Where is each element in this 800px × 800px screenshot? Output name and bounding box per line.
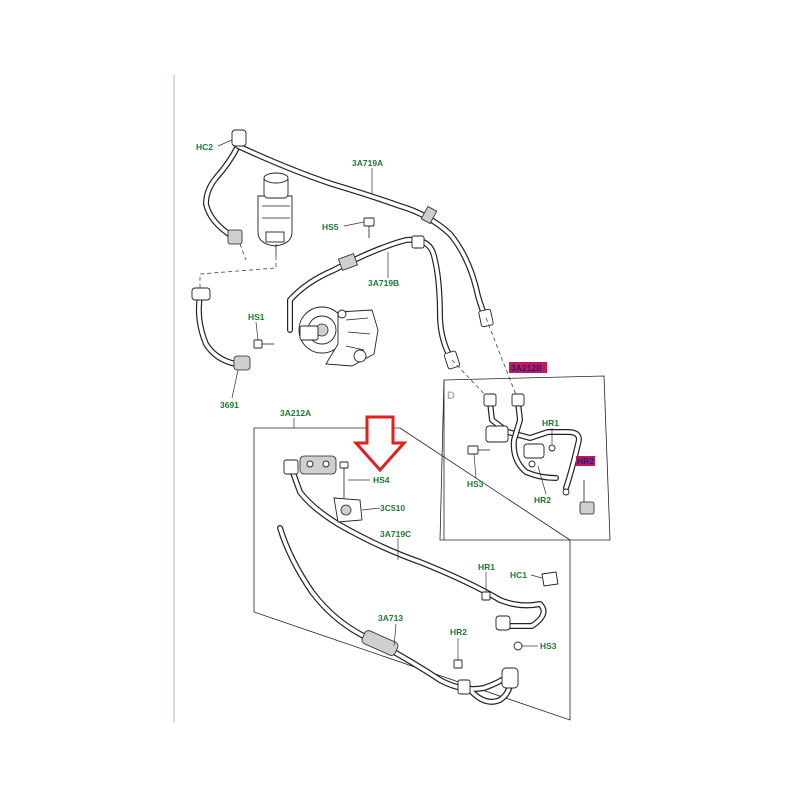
- hs1-bolt: [253, 339, 274, 349]
- label-detail-d: D: [447, 390, 455, 402]
- label-hr2-lower: HR2: [450, 627, 467, 637]
- detail-d-box: [439, 317, 611, 541]
- label-3a719c: 3A719C: [380, 529, 411, 539]
- lower-assembly-box: [253, 427, 571, 721]
- label-hs3-upper: HS3: [467, 479, 484, 489]
- label-3a719a: 3A719A: [352, 158, 383, 168]
- down-arrow-icon: [352, 415, 408, 473]
- label-hs3-lower: HS3: [540, 641, 557, 651]
- label-3a212b: 3A212B: [511, 363, 542, 373]
- label-hr2-upper: HR2: [534, 495, 551, 505]
- label-3a713: 3A713: [378, 613, 403, 623]
- fluid-reservoir: [257, 172, 293, 256]
- leader-lines: [217, 139, 553, 660]
- hs4-bolt: [339, 461, 349, 498]
- highlight-hr2-upper: [576, 456, 595, 466]
- label-hr1-upper: HR1: [542, 418, 559, 428]
- steering-pump: [298, 306, 379, 367]
- label-hr1-lower: HR1: [478, 562, 495, 572]
- highlight-3a212b: [509, 362, 547, 373]
- label-hs5: HS5: [322, 222, 339, 232]
- label-3a212a: 3A212A: [280, 408, 311, 418]
- label-3c510: 3C510: [380, 503, 405, 513]
- upper-assembly: [191, 129, 494, 371]
- label-3a719b: 3A719B: [368, 278, 399, 288]
- label-hr2-upper-highlighted: HR2: [577, 456, 594, 466]
- 3c510-bracket: [333, 497, 363, 523]
- label-3691: 3691: [220, 400, 239, 410]
- label-hs1: HS1: [248, 312, 265, 322]
- label-hs4: HS4: [373, 475, 390, 485]
- part-labels: HC2 3A719A HS5 3A719B HS1 3691 3A212B D …: [196, 142, 595, 651]
- hs5-bolt: [363, 217, 375, 238]
- label-hc1: HC1: [510, 570, 527, 580]
- label-hc2: HC2: [196, 142, 213, 152]
